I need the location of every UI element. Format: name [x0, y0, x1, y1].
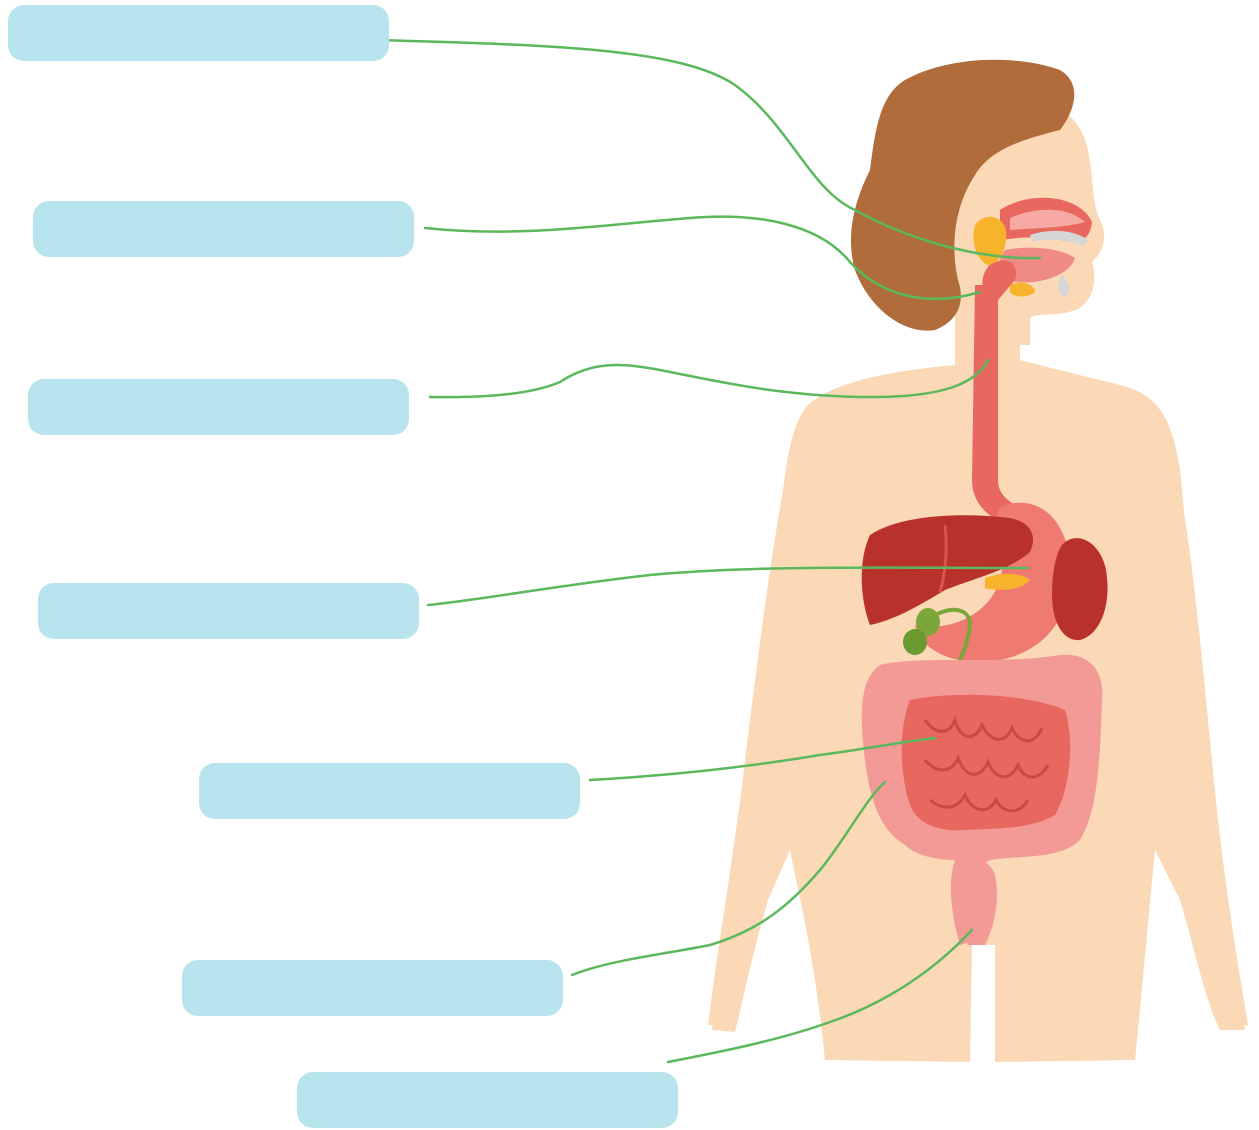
label-box-6[interactable]: [182, 960, 563, 1016]
label-box-2[interactable]: [33, 201, 414, 257]
label-box-5[interactable]: [199, 763, 580, 819]
label-box-1[interactable]: [8, 5, 389, 61]
label-box-7[interactable]: [297, 1072, 678, 1128]
label-box-3[interactable]: [28, 379, 409, 435]
label-box-4[interactable]: [38, 583, 419, 639]
